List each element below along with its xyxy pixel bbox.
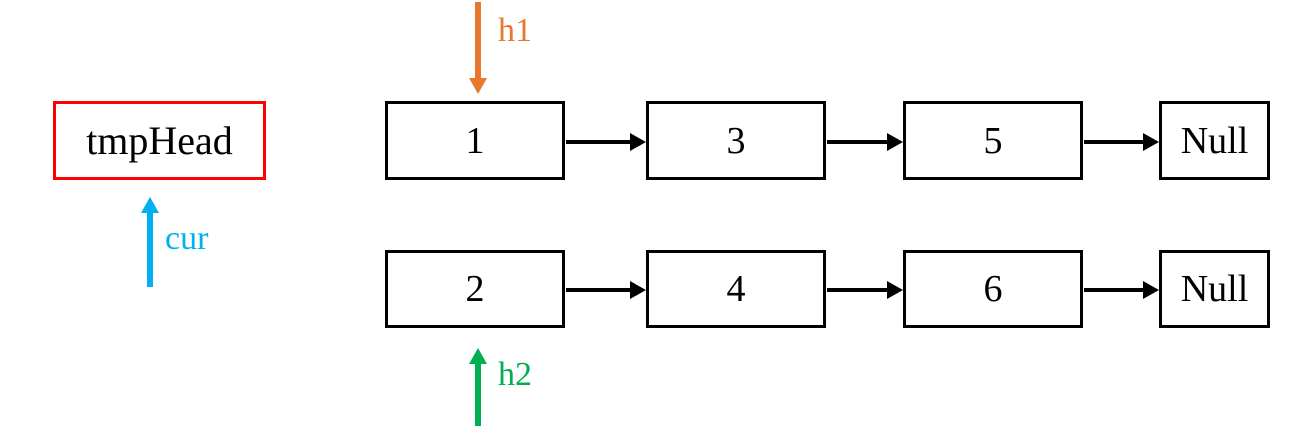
h2-arrow-shaft [475,362,481,426]
link-shaft [827,140,887,144]
h1-pointer-label: h1 [498,12,532,49]
tmp-head-label: tmpHead [86,117,233,163]
link-shaft [566,140,630,144]
null-label: Null [1180,268,1249,310]
cur-arrowhead-icon [141,197,159,213]
null-terminator-list1: Null [1159,101,1270,180]
link-arrowhead-icon [1143,281,1159,299]
link-shaft [1084,140,1143,144]
h1-arrow-shaft [475,2,481,78]
node-list1-2: 5 [903,101,1083,180]
null-label: Null [1180,119,1249,162]
node-list2-0: 2 [385,250,565,328]
link-arrowhead-icon [1143,133,1159,151]
node-value: 1 [465,119,485,162]
node-value: 5 [983,119,1003,162]
h2-arrowhead-icon [469,348,487,364]
h1-arrowhead-icon [469,78,487,94]
h2-pointer-label: h2 [498,356,532,393]
link-shaft [1084,288,1143,292]
cur-pointer-label: cur [165,220,209,257]
node-list2-2: 6 [903,250,1083,328]
node-list1-0: 1 [385,101,565,180]
link-arrowhead-icon [887,281,903,299]
node-list2-1: 4 [646,250,826,328]
link-arrowhead-icon [630,281,646,299]
link-arrowhead-icon [630,133,646,151]
node-list1-1: 3 [646,101,826,180]
link-shaft [566,288,630,292]
node-value: 4 [726,268,746,310]
null-terminator-list2: Null [1159,250,1270,328]
node-value: 2 [465,268,485,310]
link-arrowhead-icon [887,133,903,151]
tmp-head-box: tmpHead [53,101,266,180]
node-value: 3 [726,119,746,162]
cur-arrow-shaft [147,211,153,287]
link-shaft [827,288,887,292]
node-value: 6 [983,268,1003,310]
